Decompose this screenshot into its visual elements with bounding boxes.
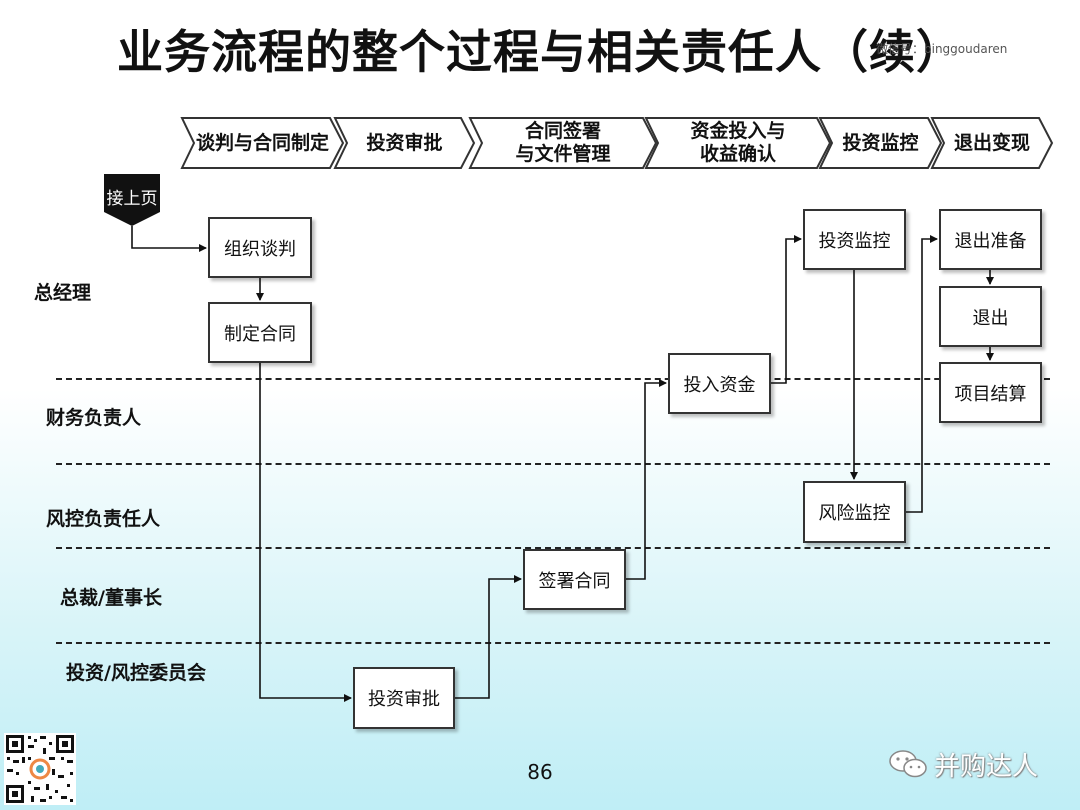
- chevron-shape: [180, 117, 345, 169]
- stage-label: 合同签署 与文件管理: [515, 120, 611, 165]
- stage-exit: 退出变现: [930, 116, 1054, 170]
- role-risk-lead: 风控负责任人: [46, 508, 161, 530]
- box-project-settlement: 项目结算: [939, 362, 1042, 423]
- box-risk-monitoring: 风险监控: [803, 481, 906, 543]
- box-exit-preparation: 退出准备: [939, 209, 1042, 270]
- box-exit: 退出: [939, 286, 1042, 347]
- pentagon-shape: [104, 174, 160, 226]
- stage-label: 退出变现: [953, 131, 1030, 154]
- arrow-invest-to-monitor: [771, 235, 802, 384]
- box-sign-contract: 签署合同: [523, 549, 626, 610]
- box-invest-funds: 投入资金: [668, 353, 771, 414]
- stage-label: 资金投入与 收益确认: [690, 120, 786, 165]
- page-number: 86: [527, 760, 553, 784]
- brand-logo: 并购达人: [888, 744, 1038, 784]
- arrow-sign-to-invest: [626, 379, 667, 580]
- role-general-manager: 总经理: [34, 282, 92, 304]
- box-investment-monitoring: 投资监控: [803, 209, 906, 270]
- start-tag-label: 接上页: [106, 189, 158, 209]
- continued-from-previous-tag: 接上页: [104, 174, 160, 226]
- page-title: 业务流程的整个过程与相关责任人（续）: [117, 25, 963, 79]
- stage-negotiation: 谈判与合同制定: [180, 116, 345, 170]
- qr-code: [4, 733, 76, 805]
- stage-signing: 合同签署 与文件管理: [468, 116, 658, 170]
- stage-label: 投资监控: [842, 131, 919, 154]
- box-organize-negotiation: 组织谈判: [208, 217, 312, 278]
- role-committee: 投资/风控委员会: [66, 662, 206, 684]
- stage-label: 投资审批: [366, 131, 443, 154]
- wechat-icon: [889, 750, 927, 778]
- lane-divider: [56, 642, 1050, 644]
- chevron-shape: [818, 117, 943, 169]
- role-president-chairman: 总裁/董事长: [60, 587, 162, 609]
- lane-divider: [56, 378, 1050, 380]
- lane-divider: [56, 463, 1050, 465]
- stage-monitoring: 投资监控: [818, 116, 943, 170]
- role-finance-lead: 财务负责人: [46, 407, 142, 429]
- chevron-shape: [644, 117, 832, 169]
- arrow-draft-to-approve: [259, 363, 352, 702]
- arrow-start-to-organize: [131, 226, 207, 252]
- brand-name: 并购达人: [934, 751, 1039, 782]
- arrow-approve-to-sign: [455, 575, 522, 699]
- lane-divider: [56, 547, 1050, 549]
- stage-funding: 资金投入与 收益确认: [644, 116, 832, 170]
- arrow-risk-to-exit-prep: [906, 235, 938, 513]
- chevron-shape: [333, 117, 476, 169]
- box-investment-approval: 投资审批: [353, 667, 455, 729]
- watermark-text: 微信号：binggoudaren: [876, 42, 1008, 56]
- chevron-shape: [930, 117, 1054, 169]
- box-draft-contract: 制定合同: [208, 302, 312, 363]
- chevron-shape: [468, 117, 658, 169]
- stage-approval: 投资审批: [333, 116, 476, 170]
- stage-label: 谈判与合同制定: [195, 131, 329, 154]
